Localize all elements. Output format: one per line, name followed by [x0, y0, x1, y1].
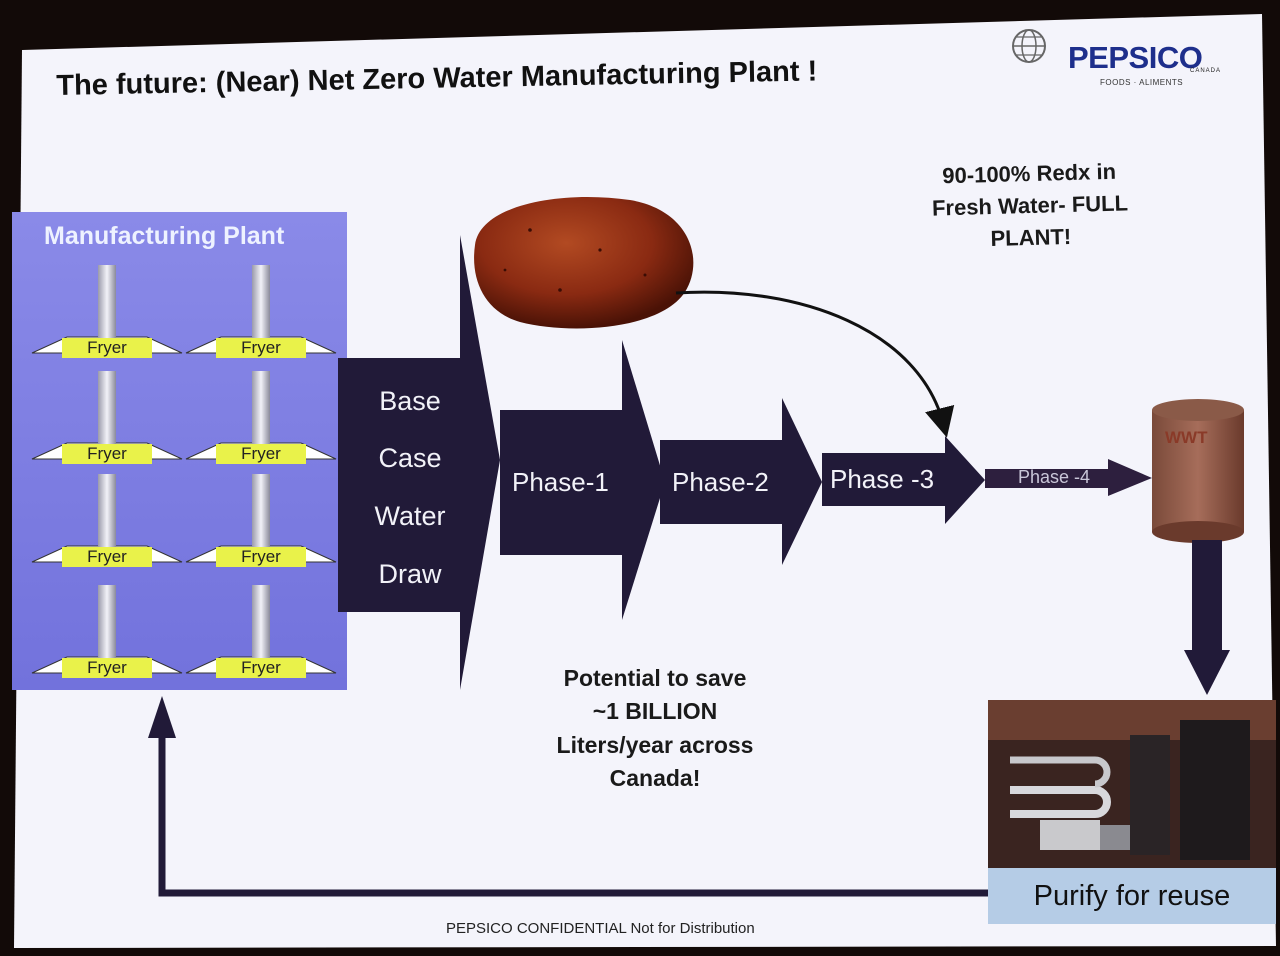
fryer-label: Fryer	[62, 338, 152, 358]
fryer-label: Fryer	[62, 658, 152, 678]
phase-3-label: Phase -3	[830, 464, 935, 494]
fryer-label: Fryer	[216, 444, 306, 464]
down-arrow-head	[1184, 650, 1230, 695]
phase-1-arrow	[500, 340, 665, 620]
phase-2-arrow	[660, 398, 822, 565]
star-bottom-line: Potential to save	[563, 665, 747, 691]
manufacturing-plant-title: Manufacturing Plant	[44, 222, 285, 250]
logo-tagline: FOODS · ALIMENTS	[1100, 78, 1184, 87]
fryer-label: Fryer	[216, 547, 306, 567]
fryer-label: Fryer	[216, 338, 306, 358]
wwt-label: WWT	[1165, 428, 1208, 447]
phase-2-label: Phase-2	[672, 467, 769, 497]
fryer-pipe	[98, 585, 116, 663]
base-case-line: Draw	[378, 559, 442, 589]
pepsico-logo-text: PEPSICO	[1068, 40, 1203, 75]
fryer-pipe	[252, 474, 270, 552]
globe-icon	[1012, 29, 1046, 63]
fryer-label: Fryer	[216, 658, 306, 678]
base-case-line: Case	[378, 443, 442, 473]
star-top-line: Fresh Water- FULL	[931, 190, 1129, 221]
phase-4-arrow	[985, 459, 1152, 496]
purify-label: Purify for reuse	[1033, 880, 1231, 912]
purify-box	[988, 868, 1276, 924]
fryer-pipe	[98, 371, 116, 449]
storage-tank-icon	[1152, 399, 1244, 543]
base-case-line: Water	[374, 501, 446, 531]
fryer-pipe	[98, 265, 116, 343]
potato-icon	[474, 197, 694, 329]
fryer-pipe	[252, 371, 270, 449]
fryer-pipe	[252, 585, 270, 663]
treatment-plant-photo	[988, 700, 1276, 868]
fryer-pipe	[98, 474, 116, 552]
star-bottom-line: Liters/year across	[556, 731, 754, 758]
phase-1-label: Phase-1	[512, 467, 609, 497]
fryer-pipe	[252, 265, 270, 343]
logo-country: CANADA	[1190, 68, 1222, 74]
phase-4-label: Phase -4	[1018, 467, 1091, 487]
confidential-footer: PEPSICO CONFIDENTIAL Not for Distributio…	[446, 920, 755, 937]
base-case-line: Base	[379, 386, 441, 416]
starburst-bottom-text: Potential to save ~1 BILLION Liters/year…	[520, 662, 790, 795]
down-arrow-shaft	[1192, 540, 1222, 650]
fryer-label: Fryer	[62, 547, 152, 567]
return-arrow-line	[158, 735, 988, 897]
star-top-line: PLANT!	[990, 223, 1072, 251]
base-case-arrow	[338, 235, 500, 690]
star-bottom-line: ~1 BILLION	[592, 698, 718, 725]
star-bottom-line: Canada!	[609, 765, 701, 792]
phase-3-arrow	[822, 436, 985, 524]
return-arrow-head	[148, 696, 176, 738]
fryer-label: Fryer	[62, 444, 152, 464]
starburst-top-text: 90-100% Redx in Fresh Water- FULL PLANT!	[904, 155, 1156, 257]
potato-to-phase3-arrow	[675, 290, 955, 438]
